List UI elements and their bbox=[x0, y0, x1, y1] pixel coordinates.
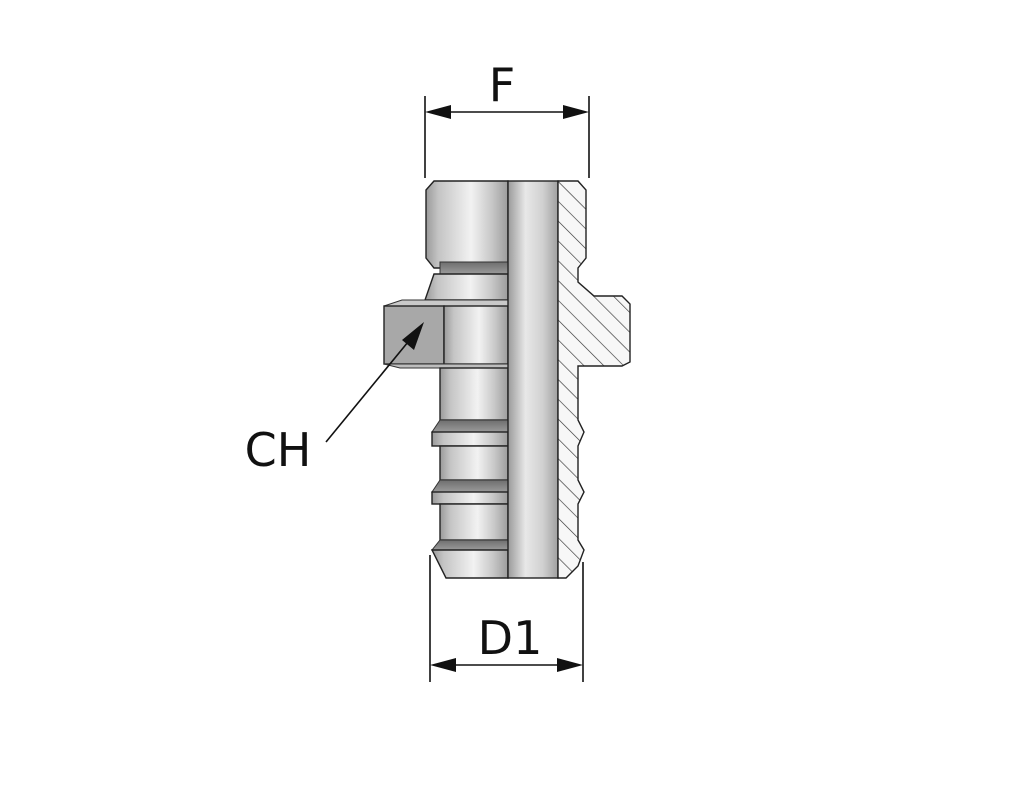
dimension-f-label: F bbox=[489, 58, 515, 112]
hose-barb bbox=[430, 367, 509, 579]
dimension-d1-label: D1 bbox=[478, 611, 543, 665]
callout-ch: CH bbox=[245, 322, 424, 477]
dimension-f: F bbox=[424, 58, 590, 178]
hex-nut bbox=[383, 299, 509, 369]
dimension-d1: D1 bbox=[429, 555, 584, 682]
bore bbox=[507, 180, 559, 579]
callout-ch-label: CH bbox=[245, 423, 312, 477]
section-hatch bbox=[557, 180, 631, 579]
thread-section bbox=[424, 180, 509, 301]
